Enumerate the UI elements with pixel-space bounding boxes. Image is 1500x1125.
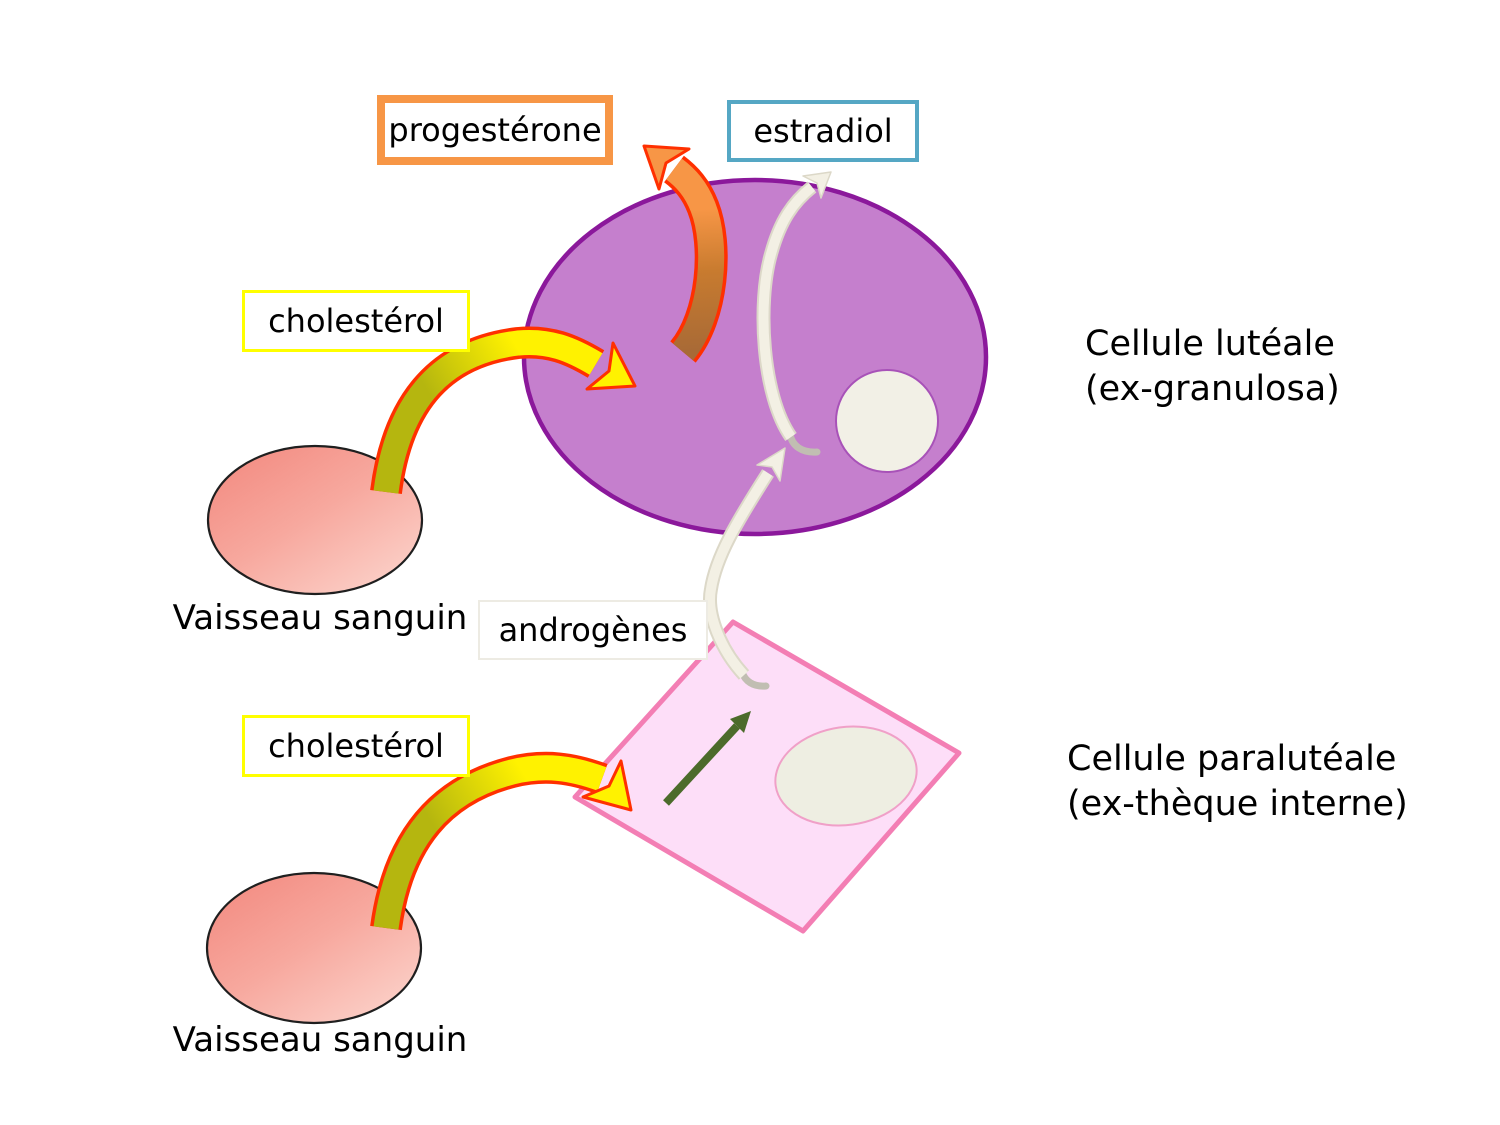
arrow-shaft: [373, 329, 603, 494]
paraluteal-cell-caption: Cellule paralutéale (ex-thèque interne): [1067, 737, 1408, 827]
arrow-head: [730, 711, 751, 733]
cholesterol-bottom-label: cholestérol: [268, 727, 444, 765]
estradiol-label-box: estradiol: [727, 100, 919, 162]
cholesterol-top-label-box: cholestérol: [242, 290, 470, 352]
paraluteal-cell-nucleus: [774, 725, 918, 827]
arrow-shaft: [705, 470, 773, 679]
cholesterol-arrow-bottom: [370, 751, 633, 931]
luteal-cell-caption-line2: (ex-granulosa): [1085, 368, 1340, 409]
arrow-head: [802, 171, 832, 199]
cholesterol-top-label: cholestérol: [268, 302, 444, 340]
androgens-label-box: androgènes: [478, 600, 708, 660]
arrow-shaft: [663, 723, 740, 806]
blood-vessel-bottom: [205, 871, 423, 1025]
androgens-arrow: [703, 447, 786, 690]
vessel-bottom-caption: Vaisseau sanguin: [172, 1020, 468, 1060]
luteal-cell-nucleus: [835, 369, 939, 473]
arrow-head: [581, 759, 633, 812]
paraluteal-cell-caption-line2: (ex-thèque interne): [1067, 783, 1408, 824]
progesterone-arrow: [642, 144, 728, 363]
cholesterol-arrow-top: [370, 326, 637, 495]
progesterone-label-box: progestérone: [377, 95, 613, 165]
paraluteal-cell-caption-line1: Cellule paralutéale: [1067, 739, 1397, 779]
synthesis-arrow-green: [663, 711, 751, 806]
arrow-shaft: [373, 755, 607, 930]
blood-vessel-top: [206, 444, 424, 596]
paraluteal-cell-body: [572, 619, 962, 934]
luteal-cell-caption-line1: Cellule lutéale: [1085, 324, 1335, 364]
progesterone-label: progestérone: [388, 111, 602, 149]
vessel-top-caption: Vaisseau sanguin: [172, 598, 468, 638]
estradiol-label: estradiol: [753, 112, 893, 150]
arrow-head: [756, 447, 786, 482]
arrow-head: [585, 341, 637, 391]
arrow-shaft: [758, 183, 816, 440]
estradiol-arrow: [756, 171, 832, 456]
cholesterol-bottom-label-box: cholestérol: [242, 715, 470, 777]
luteal-cell-caption: Cellule lutéale (ex-granulosa): [1085, 322, 1340, 412]
arrow-head: [642, 144, 691, 191]
androgens-label: androgènes: [498, 611, 688, 649]
arrow-shaft: [665, 158, 725, 361]
